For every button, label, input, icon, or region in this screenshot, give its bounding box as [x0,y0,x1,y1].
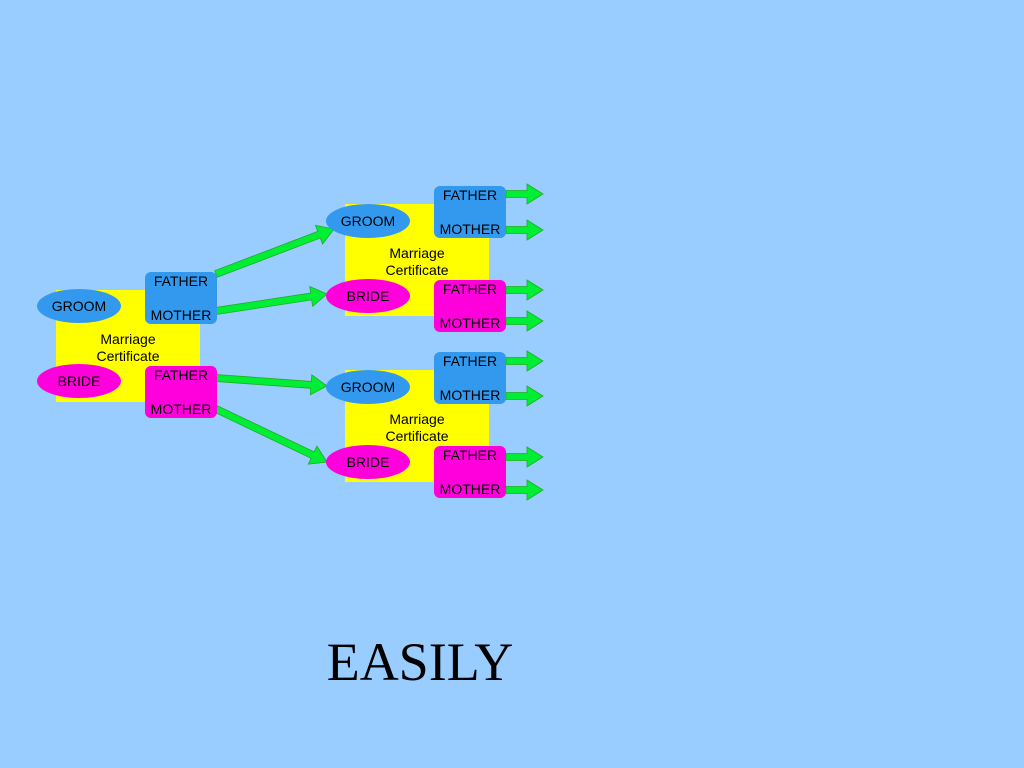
arrow-father-to-groom-top [214,224,335,278]
father-label: FATHER [442,281,498,297]
groom-oval-top: GROOM [326,204,410,238]
father-label: FATHER [153,273,209,289]
groom-parents-top: FATHER MOTHER [434,186,506,238]
arrow-next-generation-5 [505,350,544,372]
father-label: FATHER [442,353,498,369]
bride-oval-top: BRIDE [326,279,410,313]
mother-label: MOTHER [150,307,212,323]
bride-oval-root: BRIDE [37,364,121,398]
arrow-next-generation-1 [505,183,544,205]
caption-easily: EASILY [326,632,514,692]
mother-label: MOTHER [439,221,501,237]
arrow-mother-to-bride-top [215,285,328,315]
father-label: FATHER [442,447,498,463]
certificate-label-line1: Marriage [389,245,445,261]
arrow-mother-to-bride-bottom [213,405,328,465]
certificate-label-line1: Marriage [100,331,156,347]
bride-parents-bottom: FATHER MOTHER [434,446,506,498]
arrow-next-generation-6 [505,385,544,407]
groom-oval-root: GROOM [37,289,121,323]
arrow-next-generation-3 [505,279,544,301]
certificate-label-line2: Certificate [385,262,449,278]
mother-label: MOTHER [439,387,501,403]
groom-parents-root: FATHER MOTHER [145,272,217,324]
certificate-label-line2: Certificate [385,428,449,444]
arrow-next-generation-2 [505,219,544,241]
father-label: FATHER [153,367,209,383]
bride-parents-top: FATHER MOTHER [434,280,506,332]
mother-label: MOTHER [150,401,212,417]
mother-label: MOTHER [439,315,501,331]
arrow-father-to-groom-bottom [215,374,328,396]
arrow-next-generation-4 [505,310,544,332]
bride-oval-bottom: BRIDE [326,445,410,479]
mother-label: MOTHER [439,481,501,497]
arrow-next-generation-7 [505,446,544,468]
bride-parents-root: FATHER MOTHER [145,366,217,418]
certificate-label-line1: Marriage [389,411,445,427]
groom-parents-bottom: FATHER MOTHER [434,352,506,404]
certificate-label-line2: Certificate [96,348,160,364]
arrow-next-generation-8 [505,479,544,501]
father-label: FATHER [442,187,498,203]
groom-oval-bottom: GROOM [326,370,410,404]
